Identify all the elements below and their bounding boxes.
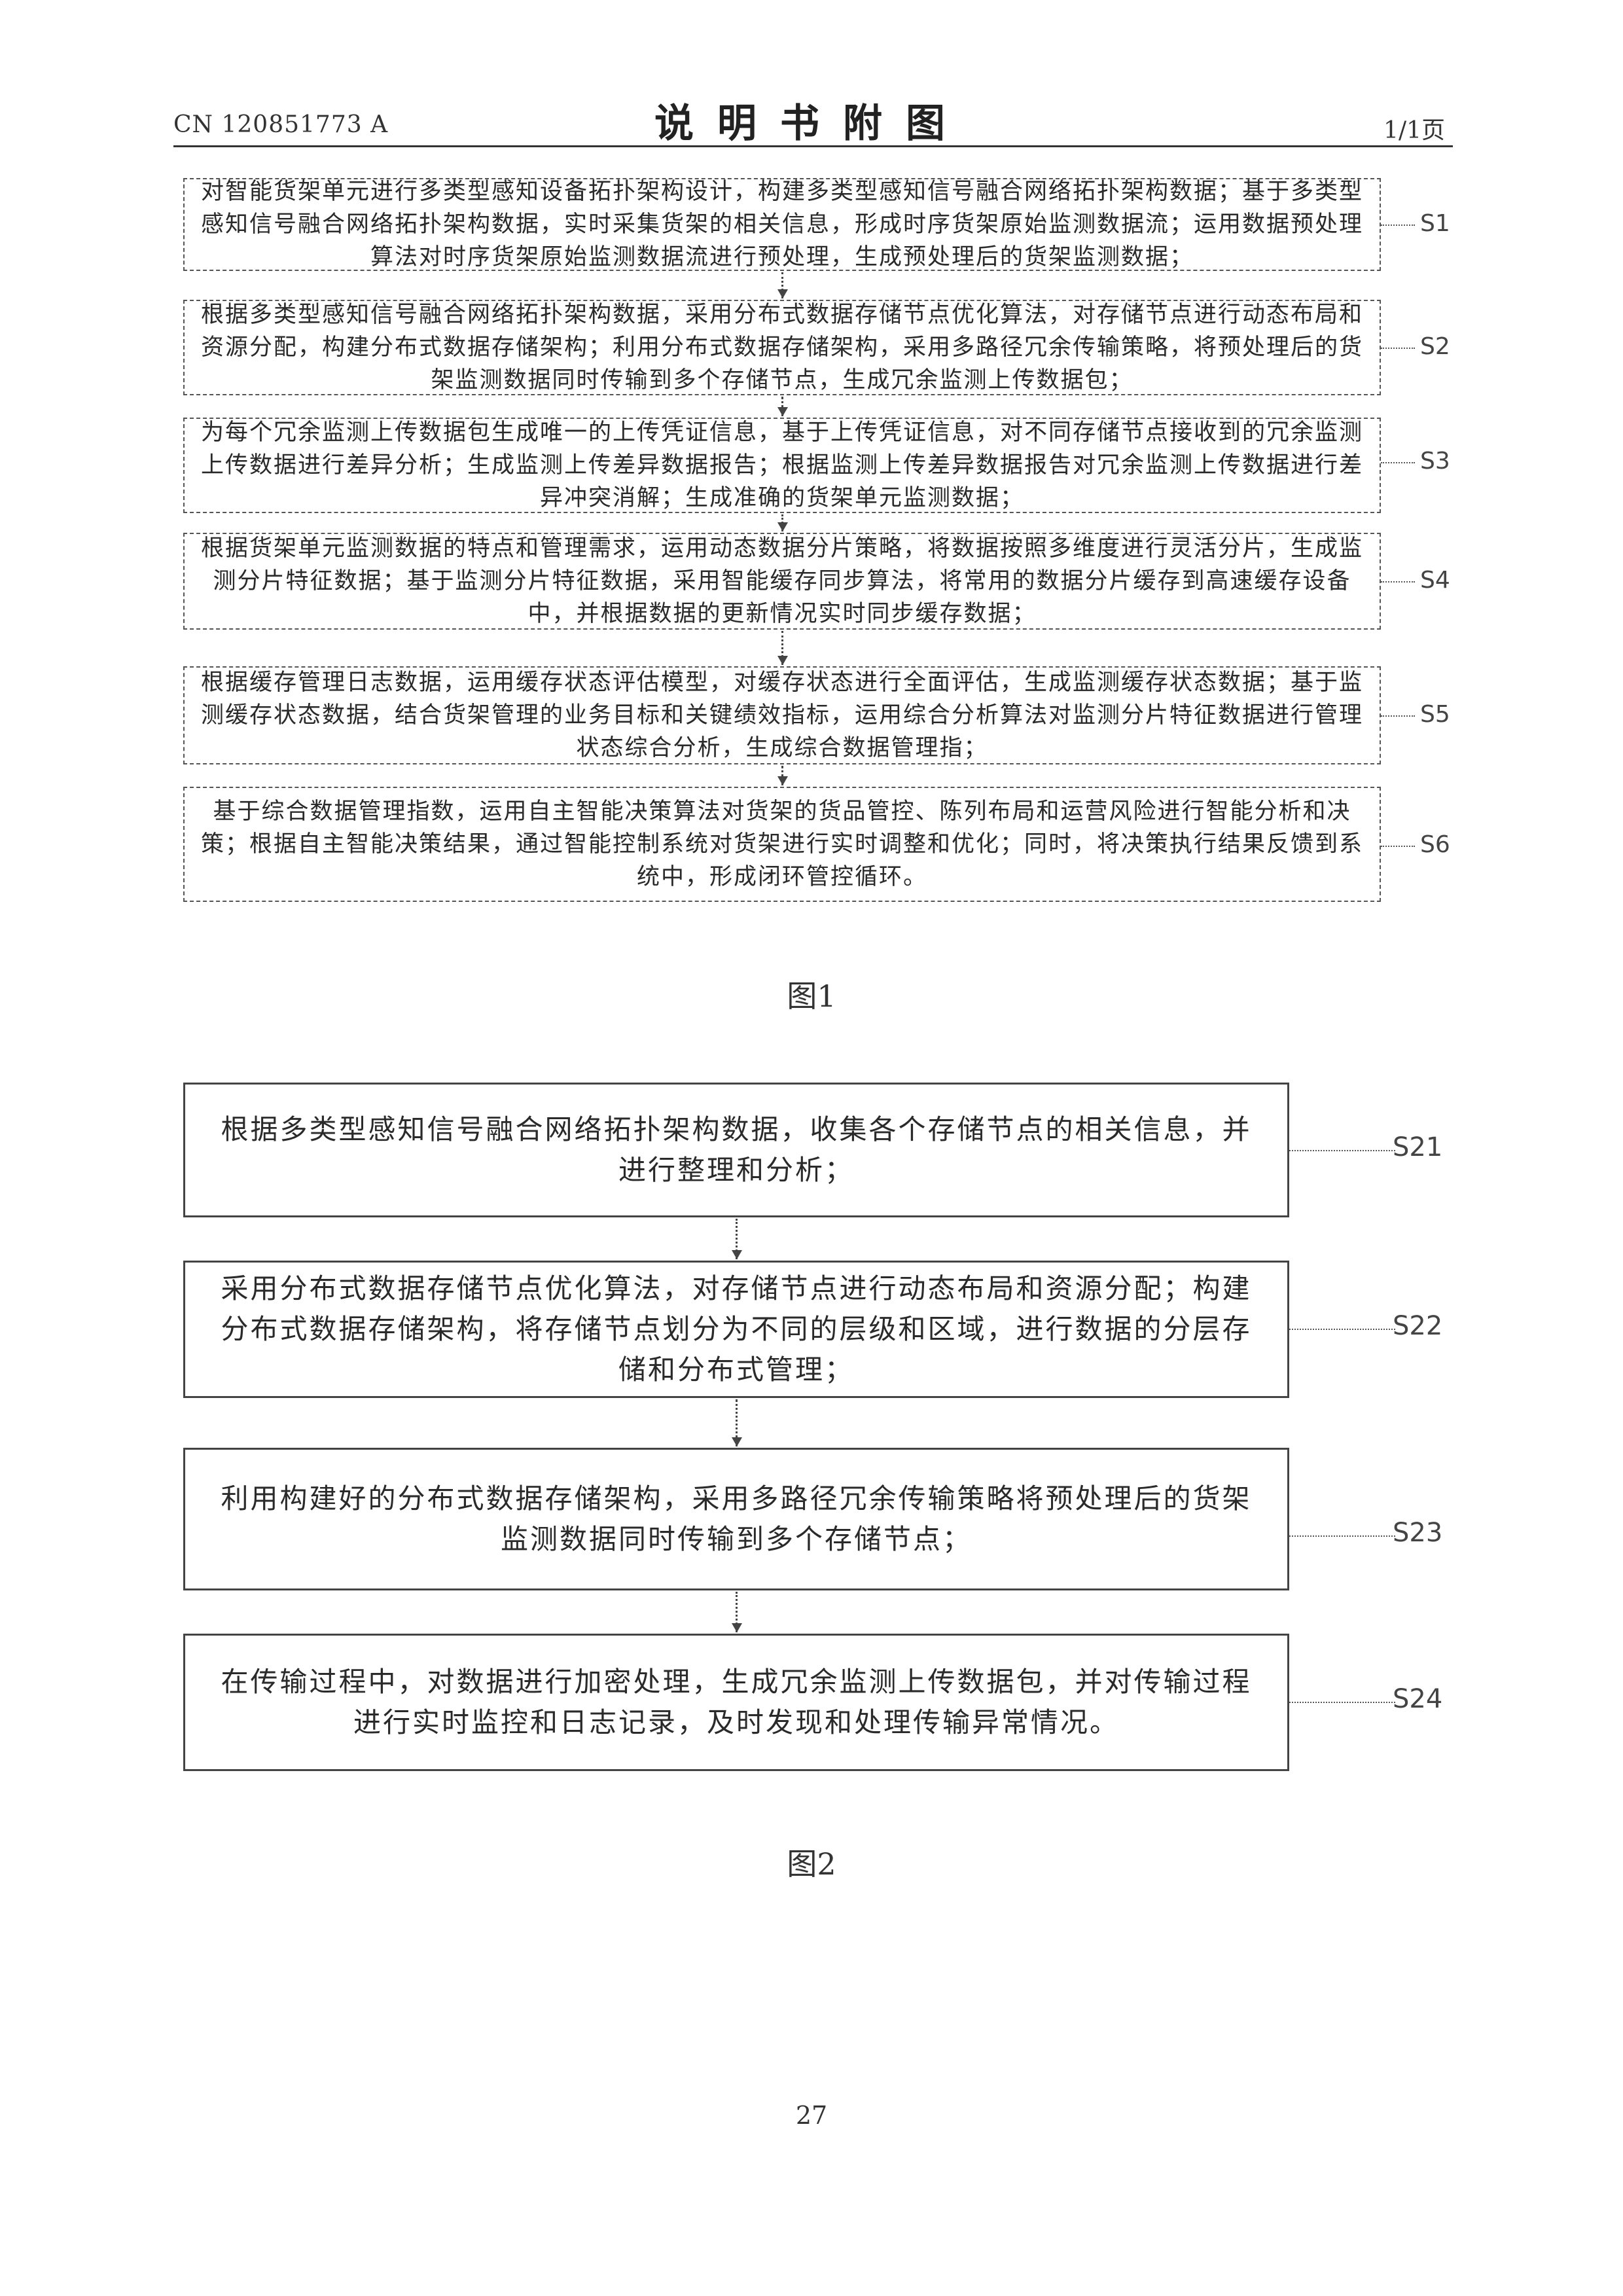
flow-step-s5: 根据缓存管理日志数据，运用缓存状态评估模型，对缓存状态进行全面评估，生成监测缓存… [183,666,1381,764]
step-text: 利用构建好的分布式数据存储架构，采用多路径冗余传输策略将预处理后的货架监测数据同… [185,1479,1287,1560]
flow-step-s24: 在传输过程中，对数据进行加密处理，生成冗余监测上传数据包，并对传输过程进行实时监… [183,1634,1289,1771]
leader-line-s21 [1289,1150,1395,1151]
step-text: 根据缓存管理日志数据，运用缓存状态评估模型，对缓存状态进行全面评估，生成监测缓存… [185,666,1380,764]
page-title: 说明书附图 [0,92,1623,149]
leader-line-s24 [1289,1702,1395,1703]
arrowhead-icon [777,407,788,416]
flow-step-s4: 根据货架单元监测数据的特点和管理需求，运用动态数据分片策略，将数据按照多维度进行… [183,533,1381,630]
step-label-s4: S4 [1420,567,1450,594]
step-label-s23: S23 [1393,1518,1442,1548]
page-info: 1/1页 [1383,111,1445,145]
step-label-s2: S2 [1420,333,1450,360]
step-label-s24: S24 [1393,1684,1442,1714]
step-label-s6: S6 [1420,831,1450,858]
arrowhead-icon [777,289,788,298]
leader-line-s6 [1381,846,1415,847]
arrowhead-icon [777,776,788,785]
arrowhead-icon [732,1250,742,1259]
step-text: 根据货架单元监测数据的特点和管理需求，运用动态数据分片策略，将数据按照多维度进行… [185,532,1380,630]
step-text: 为每个冗余监测上传数据包生成唯一的上传凭证信息，基于上传凭证信息，对不同存储节点… [185,416,1380,514]
flow-step-s23: 利用构建好的分布式数据存储架构，采用多路径冗余传输策略将预处理后的货架监测数据同… [183,1448,1289,1590]
leader-line-s23 [1289,1535,1395,1537]
leader-line-s22 [1289,1329,1395,1330]
leader-line-s3 [1381,462,1415,463]
arrowhead-icon [732,1623,742,1632]
arrowhead-icon [777,656,788,665]
step-label-s1: S1 [1420,210,1450,237]
step-text: 基于综合数据管理指数，运用自主智能决策算法对货架的货品管控、陈列布局和运营风险进… [185,795,1380,893]
leader-line-s1 [1381,224,1415,226]
flow-step-s6: 基于综合数据管理指数，运用自主智能决策算法对货架的货品管控、陈列布局和运营风险进… [183,787,1381,902]
step-label-s5: S5 [1420,701,1450,728]
figure-1-caption: 图1 [0,973,1623,1016]
step-label-s21: S21 [1393,1132,1442,1162]
step-label-s22: S22 [1393,1311,1442,1341]
step-text: 根据多类型感知信号融合网络拓扑架构数据，收集各个存储节点的相关信息，并进行整理和… [185,1109,1287,1191]
arrowhead-icon [732,1437,742,1446]
leader-line-s2 [1381,348,1415,349]
step-text: 在传输过程中，对数据进行加密处理，生成冗余监测上传数据包，并对传输过程进行实时监… [185,1662,1287,1743]
flow-step-s22: 采用分布式数据存储节点优化算法，对存储节点进行动态布局和资源分配；构建分布式数据… [183,1261,1289,1398]
flow-step-s21: 根据多类型感知信号融合网络拓扑架构数据，收集各个存储节点的相关信息，并进行整理和… [183,1083,1289,1217]
header-rule [173,145,1453,147]
step-text: 根据多类型感知信号融合网络拓扑架构数据，采用分布式数据存储节点优化算法，对存储节… [185,298,1380,397]
leader-line-s5 [1381,715,1415,717]
step-text: 采用分布式数据存储节点优化算法，对存储节点进行动态布局和资源分配；构建分布式数据… [185,1268,1287,1390]
figure-2-caption: 图2 [0,1840,1623,1884]
page-number: 27 [0,2101,1623,2130]
step-text: 对智能货架单元进行多类型感知设备拓扑架构设计，构建多类型感知信号融合网络拓扑架构… [185,175,1380,274]
leader-line-s4 [1381,581,1415,583]
flow-step-s3: 为每个冗余监测上传数据包生成唯一的上传凭证信息，基于上传凭证信息，对不同存储节点… [183,418,1381,513]
step-label-s3: S3 [1420,448,1450,475]
flow-step-s1: 对智能货架单元进行多类型感知设备拓扑架构设计，构建多类型感知信号融合网络拓扑架构… [183,178,1381,271]
flow-step-s2: 根据多类型感知信号融合网络拓扑架构数据，采用分布式数据存储节点优化算法，对存储节… [183,300,1381,395]
arrowhead-icon [777,522,788,531]
